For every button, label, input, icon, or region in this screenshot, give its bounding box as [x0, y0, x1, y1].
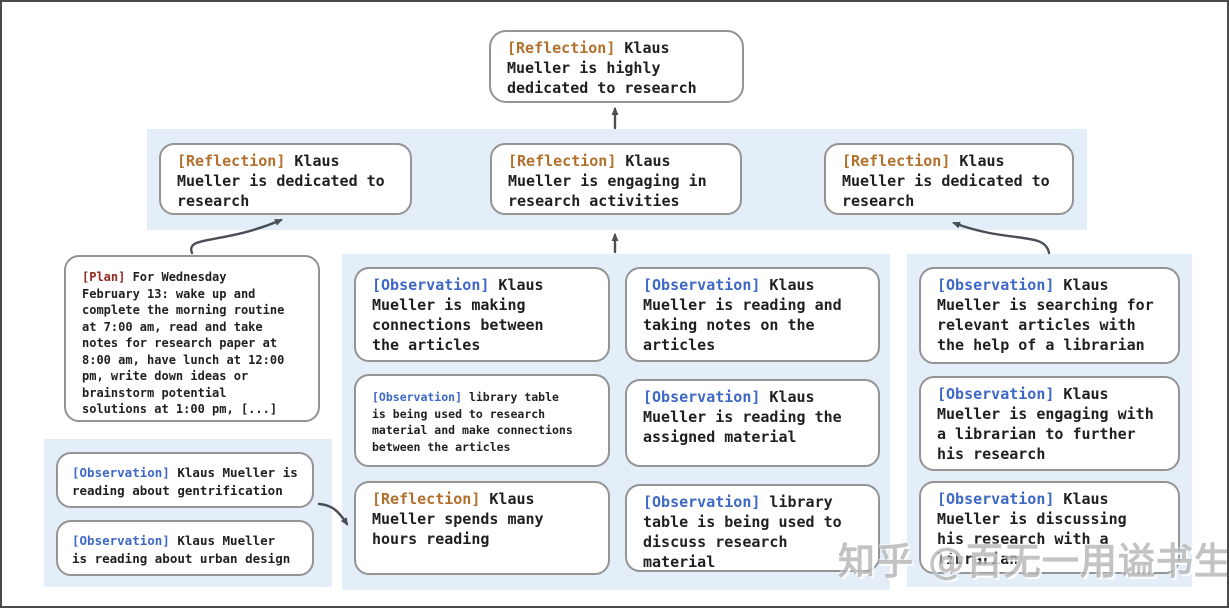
memory-type-tag: [Observation] — [937, 276, 1055, 294]
node-observation-searching-articles: [Observation] Klaus Mueller is searching… — [919, 267, 1180, 364]
memory-type-tag: [Observation] — [643, 276, 761, 294]
node-text: Klaus Mueller is reading about urban des… — [72, 533, 291, 566]
node-observation-library-table-discuss: [Observation] library table is being use… — [625, 484, 880, 572]
node-observation-reading-assigned-material: [Observation] Klaus Mueller is reading t… — [625, 379, 880, 467]
node-text: Klaus Mueller is engaging in research ac… — [508, 152, 707, 210]
memory-type-tag: [Observation] — [643, 388, 761, 406]
memory-type-tag: [Observation] — [372, 390, 463, 404]
memory-type-tag: [Reflection] — [842, 152, 951, 170]
node-observation-discussing-research: [Observation] Klaus Mueller is discussin… — [919, 481, 1180, 574]
node-text: Klaus Mueller is searching for relevant … — [937, 276, 1154, 354]
node-text: Klaus Mueller is reading and taking note… — [643, 276, 842, 354]
memory-type-tag: [Reflection] — [508, 152, 617, 170]
node-text: Klaus Mueller is dedicated to research — [842, 152, 1050, 210]
node-observation-library-table-research: [Observation] library table is being use… — [354, 374, 610, 467]
memory-type-tag: [Observation] — [72, 465, 170, 480]
memory-type-tag: [Observation] — [643, 493, 761, 511]
node-text: Klaus Mueller is engaging with a librari… — [937, 385, 1154, 463]
node-observation-making-connections: [Observation] Klaus Mueller is making co… — [354, 267, 610, 362]
node-reflection-spends-hours-reading: [Reflection] Klaus Mueller spends many h… — [354, 481, 610, 575]
node-observation-engaging-librarian: [Observation] Klaus Mueller is engaging … — [919, 376, 1180, 471]
memory-type-tag: [Observation] — [937, 385, 1055, 403]
node-reflection-left: [Reflection] Klaus Mueller is dedicated … — [159, 143, 412, 215]
node-text: Klaus Mueller is dedicated to research — [177, 152, 385, 210]
node-text: Klaus Mueller is reading the assigned ma… — [643, 388, 842, 446]
memory-type-tag: [Reflection] — [177, 152, 286, 170]
node-text: Klaus Mueller is reading about gentrific… — [72, 465, 298, 498]
memory-type-tag: [Plan] — [82, 270, 126, 284]
node-text: library table is being used to research … — [372, 390, 573, 455]
node-observation-gentrification: [Observation] Klaus Mueller is reading a… — [56, 452, 314, 508]
watermark-zhihu: 知乎 @百无一用谥书生 — [838, 540, 1229, 583]
node-plan: [Plan] For Wednesday February 13: wake u… — [64, 255, 320, 422]
node-text: Klaus Mueller is making connections betw… — [372, 276, 544, 354]
memory-type-tag: [Reflection] — [507, 39, 616, 57]
memory-type-tag: [Reflection] — [372, 490, 481, 508]
node-text: Klaus Mueller spends many hours reading — [372, 490, 544, 548]
memory-type-tag: [Observation] — [937, 490, 1055, 508]
node-reflection-right: [Reflection] Klaus Mueller is dedicated … — [824, 143, 1074, 215]
node-text: Klaus Mueller is discussing his research… — [937, 490, 1127, 568]
node-root-reflection: [Reflection] Klaus Mueller is highly ded… — [489, 30, 744, 103]
node-observation-taking-notes: [Observation] Klaus Mueller is reading a… — [625, 267, 880, 362]
memory-type-tag: [Observation] — [372, 276, 490, 294]
memory-type-tag: [Observation] — [72, 533, 170, 548]
node-text: library table is being used to discuss r… — [643, 493, 842, 571]
node-reflection-middle: [Reflection] Klaus Mueller is engaging i… — [490, 143, 742, 215]
node-observation-urban-design: [Observation] Klaus Mueller is reading a… — [56, 520, 314, 576]
node-text: Klaus Mueller is highly dedicated to res… — [507, 39, 697, 97]
node-text: For Wednesday February 13: wake up and c… — [82, 270, 285, 417]
